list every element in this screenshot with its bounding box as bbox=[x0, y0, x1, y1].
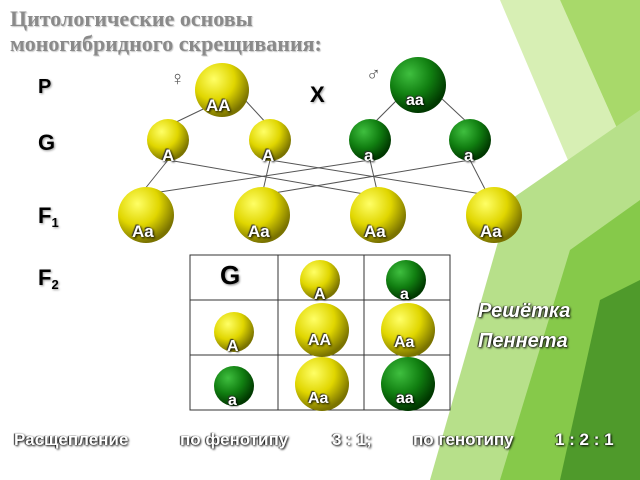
gamete-label-2: A bbox=[262, 146, 275, 165]
f1-label-2: Aa bbox=[248, 222, 270, 241]
bg-stripe-5 bbox=[560, 280, 640, 480]
bottom-phenotype-ratio: 3 : 1; bbox=[332, 430, 372, 449]
gamete-label-1: A bbox=[162, 146, 175, 165]
punnett-cell-label-3: Aa bbox=[308, 390, 329, 407]
side-label-line-2: Пеннета bbox=[478, 330, 568, 352]
parent-male-ball bbox=[390, 57, 446, 113]
row-label-p: P bbox=[38, 76, 52, 98]
punnett-top-ball-2 bbox=[386, 260, 426, 300]
parent-female-label: AA bbox=[206, 96, 231, 115]
female-symbol-icon: ♀ bbox=[170, 68, 185, 90]
f2-base: F bbox=[38, 265, 52, 290]
punnett-cell-label-2: Aa bbox=[394, 334, 415, 351]
title-line-1: Цитологические основы bbox=[10, 6, 253, 31]
f1-label-1: Aa bbox=[132, 222, 154, 241]
punnett-top-ball-1 bbox=[300, 260, 340, 300]
punnett-cell-ball-4 bbox=[381, 357, 435, 411]
punnett-cell-label-1: AA bbox=[308, 332, 332, 349]
row-label-g: G bbox=[38, 130, 56, 155]
male-symbol-icon: ♂ bbox=[366, 64, 381, 86]
f2-sub: 2 bbox=[51, 277, 59, 292]
f1-ball-1 bbox=[118, 187, 174, 243]
parent-male-label: aa bbox=[406, 92, 424, 109]
page-title: Цитологические основы моногибридного скр… bbox=[10, 6, 480, 56]
f1-sub: 1 bbox=[51, 215, 59, 230]
bottom-genotype-ratio: 1 : 2 : 1 bbox=[555, 430, 614, 449]
punnett-left-ball-1 bbox=[214, 312, 254, 352]
punnett-side-label: Решётка Пеннета bbox=[478, 296, 570, 356]
bottom-genotype-label: по генотипу bbox=[413, 430, 514, 449]
punnett-top-label-1: A bbox=[314, 286, 326, 303]
punnett-top-label-2: a bbox=[400, 286, 409, 303]
cross-symbol: X bbox=[310, 82, 325, 107]
punnett-left-ball-2 bbox=[214, 366, 254, 406]
gamete-label-4: a bbox=[464, 146, 474, 165]
punnett-corner-label: G bbox=[220, 260, 241, 290]
f1-ball-2 bbox=[234, 187, 290, 243]
parent-female-ball bbox=[195, 63, 249, 117]
punnett-left-label-1: A bbox=[227, 338, 239, 355]
connection-lines bbox=[139, 96, 489, 196]
gamete-ball-4 bbox=[449, 119, 491, 161]
f1-ball-4 bbox=[466, 187, 522, 243]
gamete-label-3: a bbox=[364, 146, 374, 165]
f1-label-4: Aa bbox=[480, 222, 502, 241]
f1-label-3: Aa bbox=[364, 222, 386, 241]
punnett-cell-ball-3 bbox=[295, 357, 349, 411]
punnett-cell-ball-2 bbox=[381, 303, 435, 357]
punnett-cell-ball-1 bbox=[295, 303, 349, 357]
gamete-ball-1 bbox=[147, 119, 189, 161]
gamete-ball-3 bbox=[349, 119, 391, 161]
bottom-split-label: Расщепление bbox=[14, 430, 129, 449]
title-line-2: моногибридного скрещивания: bbox=[10, 31, 322, 56]
row-label-f2: F2 bbox=[38, 265, 59, 292]
punnett-left-label-2: a bbox=[228, 392, 237, 409]
f1-base: F bbox=[38, 203, 52, 228]
side-label-line-1: Решётка bbox=[478, 300, 571, 322]
punnett-cell-label-4: aa bbox=[396, 390, 414, 407]
bottom-phenotype-label: по фенотипу bbox=[180, 430, 289, 449]
row-label-f1: F1 bbox=[38, 203, 59, 230]
gamete-ball-2 bbox=[249, 119, 291, 161]
f1-ball-3 bbox=[350, 187, 406, 243]
